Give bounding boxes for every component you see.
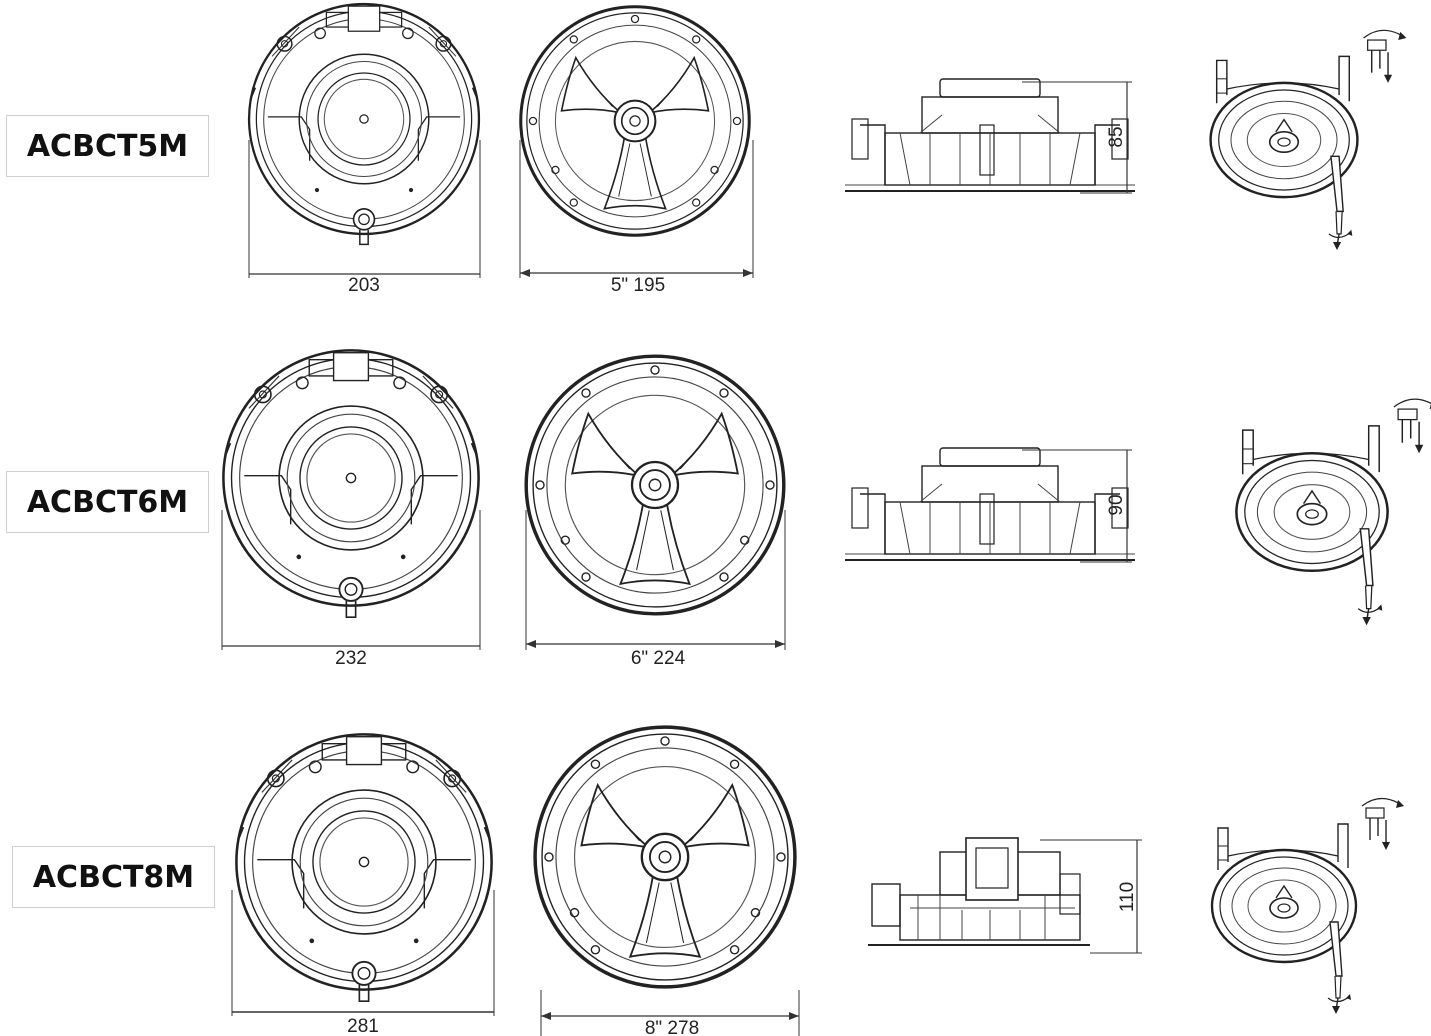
front-width-label-2: 6" 224 [631, 648, 686, 669]
front-width-dimension-2 [525, 510, 786, 650]
model-label-2: ACBCT6M [6, 471, 209, 533]
front-view-3 [533, 725, 797, 989]
height-dimension-3 [1040, 839, 1142, 954]
back-view-3 [235, 733, 493, 1003]
install-view-1 [1209, 29, 1408, 252]
back-width-label-3: 281 [347, 1016, 379, 1036]
back-width-dimension-1 [248, 140, 481, 278]
back-view-2 [222, 349, 480, 619]
height-label-1: 85 [1106, 126, 1127, 147]
height-dimension-1 [1022, 81, 1132, 194]
front-view-2 [524, 354, 786, 616]
front-view-1 [519, 5, 751, 237]
side-view-3 [868, 837, 1090, 946]
model-label-3: ACBCT8M [12, 846, 215, 908]
back-width-dimension-3 [231, 890, 495, 1016]
side-view-2 [844, 447, 1136, 561]
side-view-1 [844, 78, 1136, 192]
back-width-dimension-2 [221, 510, 481, 650]
model-label-1: ACBCT5M [6, 115, 209, 177]
front-width-dimension-3 [540, 990, 800, 1036]
install-view-2 [1235, 397, 1431, 627]
back-width-label-2: 232 [335, 648, 367, 669]
front-width-label-3: 8" 278 [645, 1018, 699, 1036]
height-label-2: 90 [1106, 494, 1127, 515]
height-label-3: 110 [1117, 882, 1138, 912]
back-view-1 [247, 2, 481, 246]
back-width-label-1: 203 [348, 275, 380, 296]
front-width-label-1: 5" 195 [611, 275, 665, 296]
install-view-3 [1210, 797, 1406, 1016]
height-dimension-2 [1022, 449, 1132, 563]
front-width-dimension-1 [519, 140, 754, 278]
